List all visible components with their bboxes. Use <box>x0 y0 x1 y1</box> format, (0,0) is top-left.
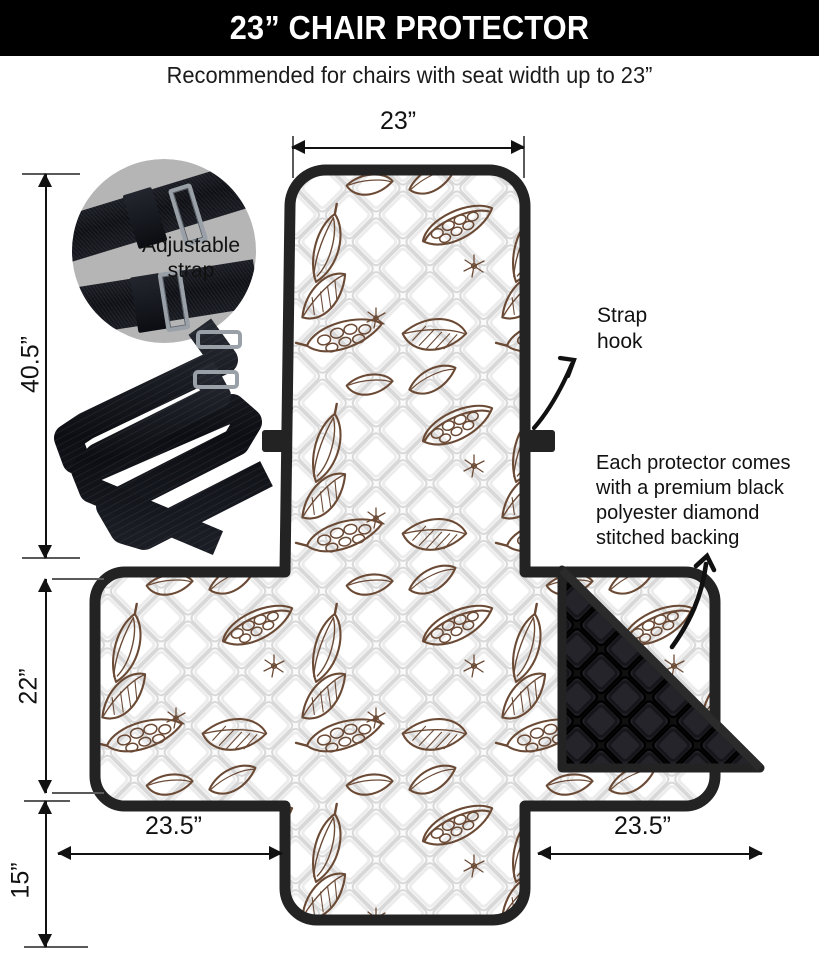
page-title: 23” CHAIR PROTECTOR <box>229 9 590 46</box>
dim-label-lower-left-height: 22” <box>14 668 43 705</box>
backing-line1: Each protector comes <box>596 452 791 474</box>
strap-hook-arrow-icon <box>531 355 577 431</box>
loose-straps-photo <box>54 318 273 556</box>
dim-tick-top-right <box>523 136 525 178</box>
strap-buckle-icon <box>193 330 242 389</box>
black-backing-fold <box>557 565 765 773</box>
dim-rule-left-height <box>35 173 55 559</box>
backing-line3: polyester diamond <box>596 502 760 524</box>
dim-tick-skirt-bottom <box>24 946 88 948</box>
strap-hook-callout: Strap hook <box>597 303 647 355</box>
header-subtitle: Recommended for chairs with seat width u… <box>166 62 653 88</box>
dim-rule-right-arm-width <box>537 843 763 863</box>
backing-line4: stitched backing <box>596 527 740 549</box>
dim-label-left-height: 40.5” <box>16 336 45 393</box>
magnifier-label-line2: strap <box>167 259 215 282</box>
dim-label-top-width: 23” <box>380 107 417 135</box>
magnifier-label-line1: Adjustable <box>141 234 241 257</box>
dim-label-left-arm-width: 23.5” <box>145 812 202 840</box>
dim-label-right-arm-width: 23.5” <box>614 812 671 840</box>
magnifier-label: Adjustable strap <box>132 233 250 283</box>
strap-hook-line2: hook <box>597 330 643 353</box>
backing-line2: with a premium black <box>596 477 784 499</box>
dim-tick-lower-bottom <box>52 792 104 794</box>
header-banner: 23” CHAIR PROTECTOR <box>0 0 819 56</box>
dim-rule-top-width <box>291 137 525 157</box>
adjustable-strap-magnifier: Adjustable strap <box>72 159 256 343</box>
dim-tick-top-left <box>292 136 294 178</box>
dim-rule-left-arm-width <box>57 843 283 863</box>
dim-label-skirt-height: 15” <box>6 862 35 899</box>
backing-callout: Each protector comes with a premium blac… <box>596 451 791 551</box>
backing-arrow-icon <box>669 552 717 650</box>
strap-hook-line1: Strap <box>597 304 648 327</box>
dim-tick-lower-top <box>52 578 104 580</box>
dim-rule-lower-left-height <box>35 578 55 794</box>
dim-rule-skirt-height <box>35 800 55 948</box>
